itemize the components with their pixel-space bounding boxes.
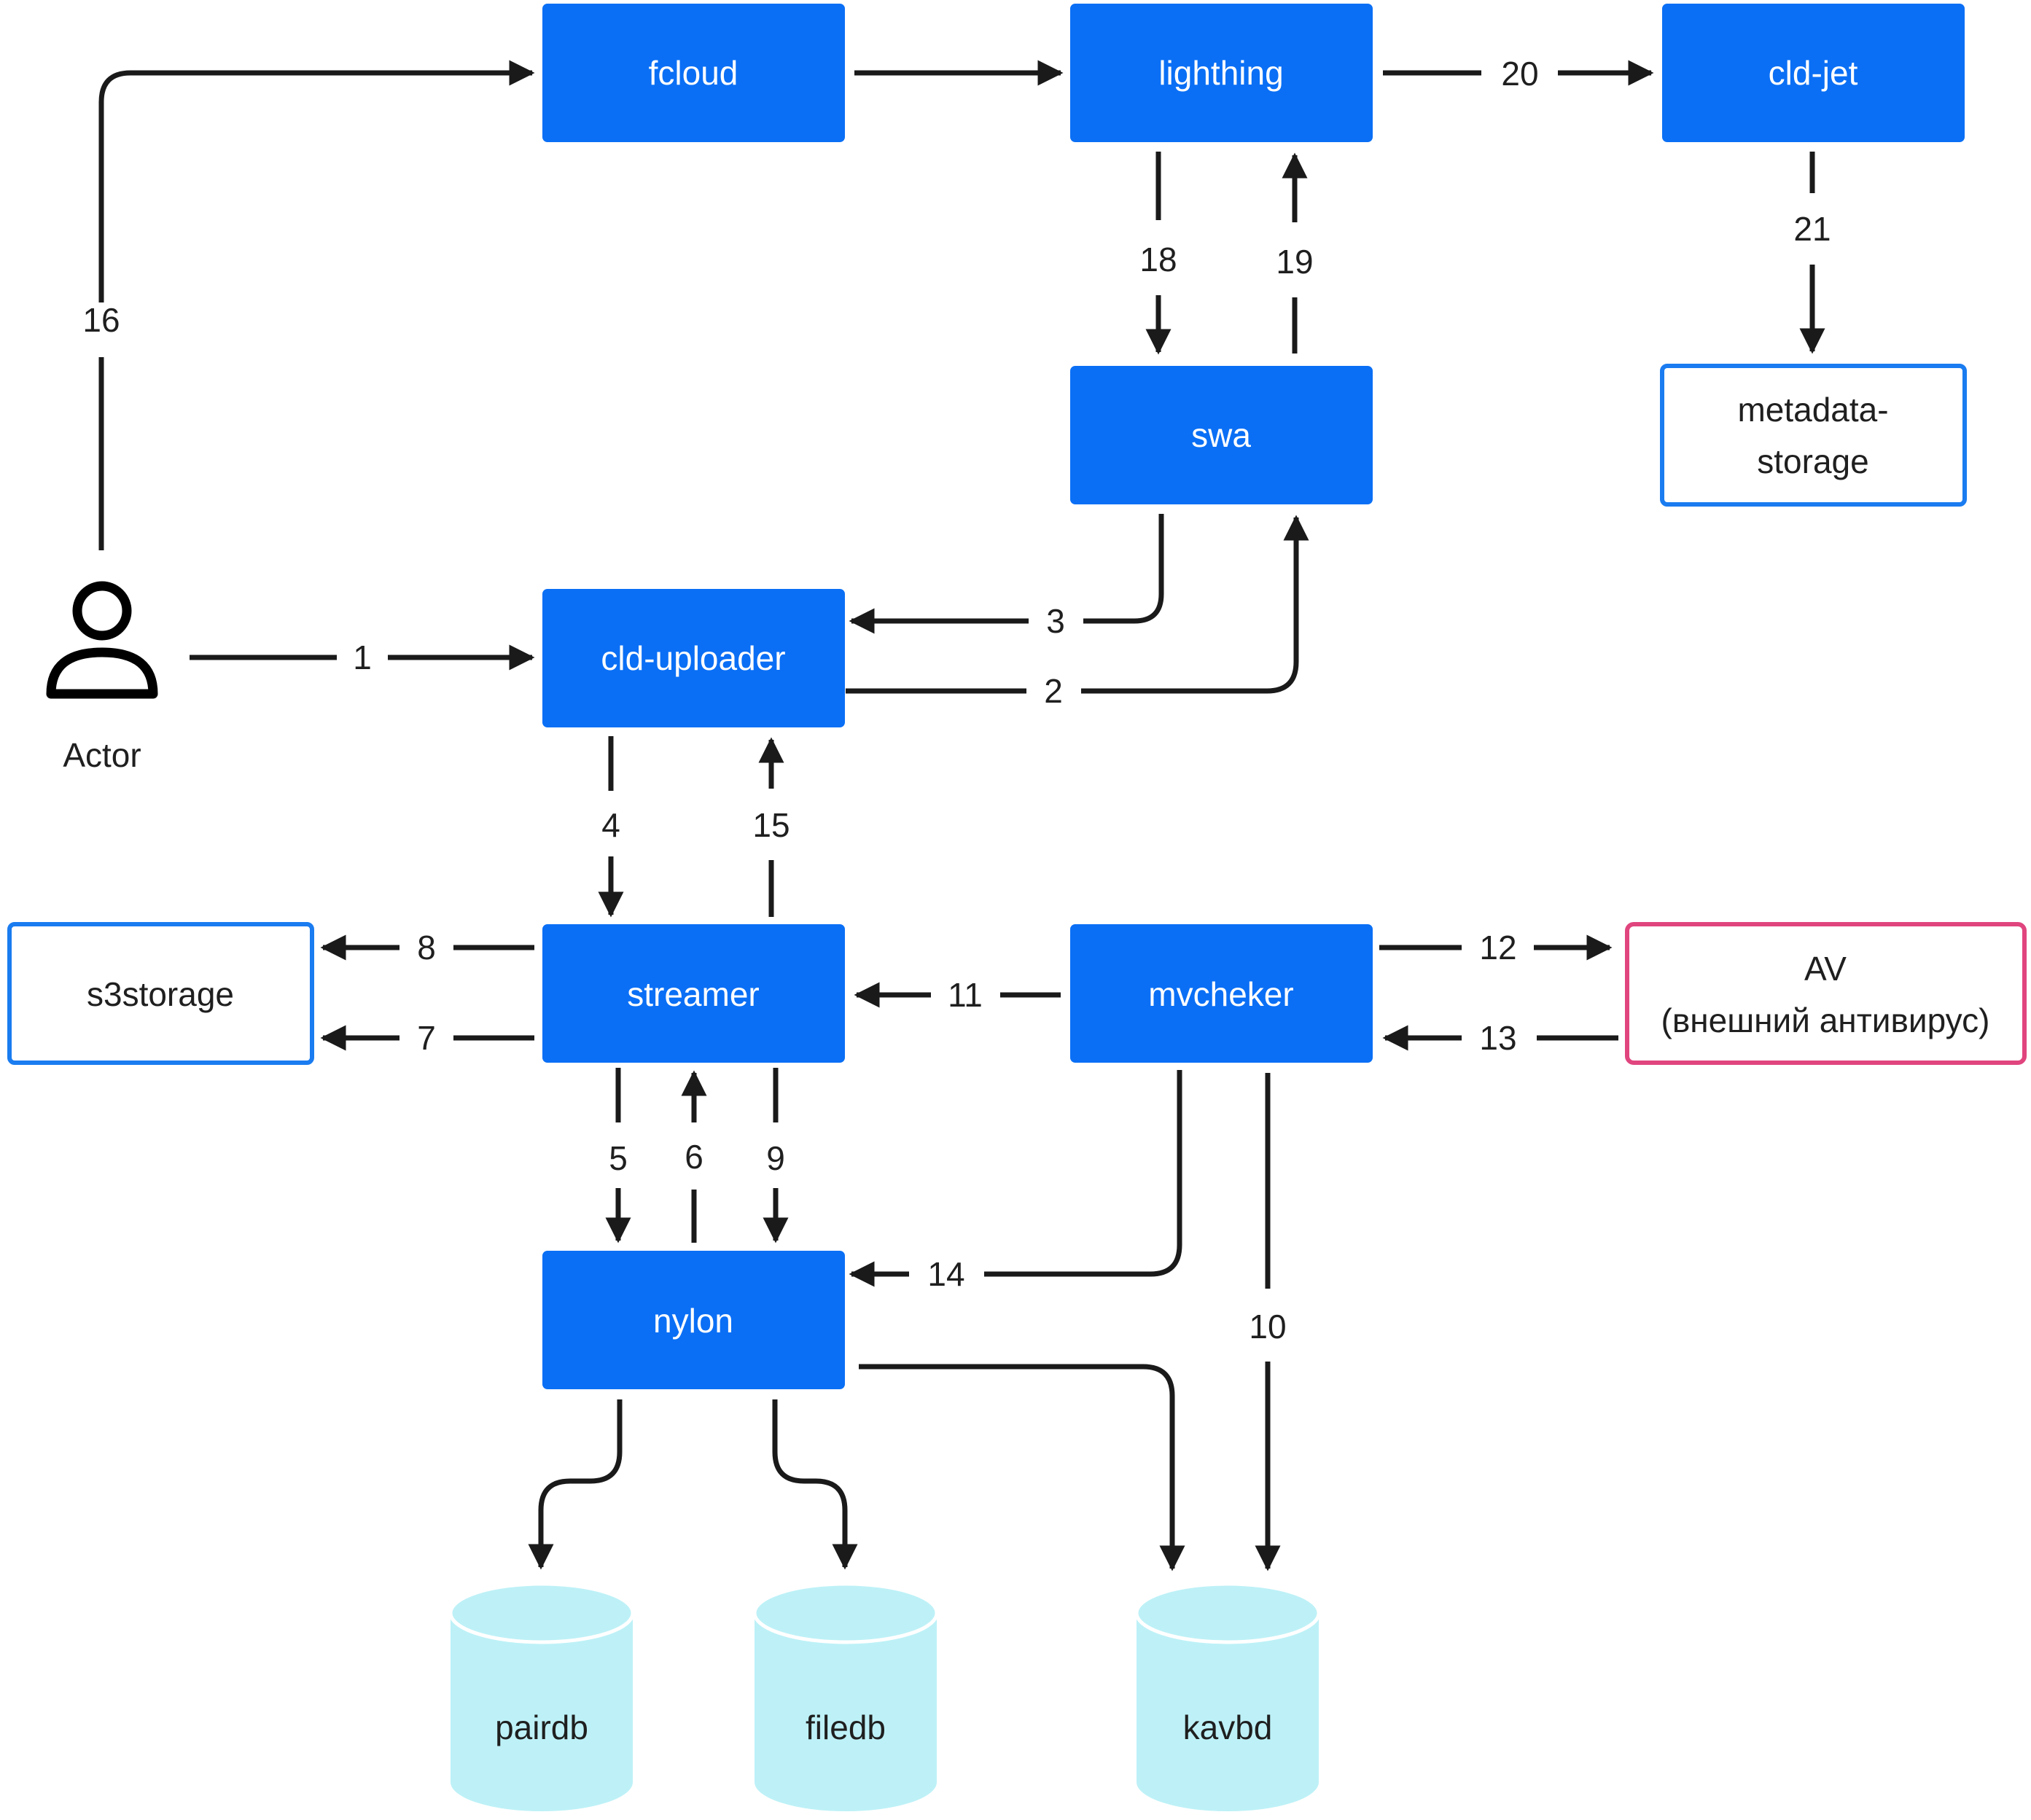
edge-label-15: 15 — [752, 806, 790, 844]
edge-label-16: 16 — [82, 301, 120, 339]
edge-16-top — [98, 60, 535, 302]
node-av-line1: AV — [1804, 950, 1847, 988]
node-nylon[interactable]: nylon — [542, 1251, 845, 1389]
node-lighthing-label: lighthing — [1158, 54, 1283, 92]
actor-label: Actor — [63, 736, 141, 774]
edge-label-8: 8 — [417, 929, 436, 966]
node-mvcheker-label: mvcheker — [1148, 975, 1293, 1013]
node-fcloud-label: fcloud — [649, 54, 738, 92]
node-cld-jet-label: cld-jet — [1769, 54, 1858, 92]
edge-nylon-pairdb — [528, 1399, 623, 1570]
node-nylon-label: nylon — [653, 1302, 733, 1340]
edge-2-b — [1081, 515, 1309, 694]
node-streamer-label: streamer — [627, 975, 759, 1013]
node-lighthing[interactable]: lighthing — [1070, 4, 1373, 142]
edge-label-5: 5 — [609, 1139, 628, 1177]
node-fcloud[interactable]: fcloud — [542, 4, 845, 142]
db-kavbd-label: kavbd — [1183, 1708, 1273, 1746]
edge-label-20: 20 — [1501, 55, 1538, 93]
db-pairdb[interactable]: pairdb — [448, 1582, 635, 1811]
node-av[interactable]: AV (внешний антивирус) — [1625, 922, 2027, 1065]
edge-label-1: 1 — [353, 638, 372, 676]
actor[interactable]: Actor — [46, 581, 158, 774]
edge-3-a — [1083, 514, 1164, 624]
edge-label-4: 4 — [601, 806, 620, 844]
node-streamer[interactable]: streamer — [542, 924, 845, 1063]
db-filedb-label: filedb — [806, 1708, 886, 1746]
edge-label-2: 2 — [1044, 672, 1063, 710]
node-metadata-storage-line2: storage — [1757, 442, 1868, 480]
node-swa-label: swa — [1191, 416, 1251, 454]
edge-label-14: 14 — [927, 1255, 964, 1293]
node-av-line2: (внешний антивирус) — [1661, 1001, 1990, 1039]
node-cld-jet[interactable]: cld-jet — [1662, 4, 1965, 142]
edge-label-10: 10 — [1249, 1308, 1286, 1346]
edge-label-19: 19 — [1276, 243, 1313, 281]
node-s3storage[interactable]: s3storage — [7, 922, 314, 1065]
node-swa[interactable]: swa — [1070, 366, 1373, 504]
node-metadata-storage-line1: metadata- — [1737, 391, 1888, 429]
edge-nylon-filedb — [772, 1399, 858, 1570]
node-mvcheker[interactable]: mvcheker — [1070, 924, 1373, 1063]
edge-label-21: 21 — [1793, 210, 1831, 248]
edge-label-9: 9 — [766, 1139, 785, 1177]
edge-nylon-kavbd — [859, 1364, 1185, 1571]
db-pairdb-label: pairdb — [495, 1708, 588, 1746]
node-s3storage-label: s3storage — [87, 975, 234, 1013]
node-cld-uploader[interactable]: cld-uploader — [542, 589, 845, 727]
edge-label-3: 3 — [1046, 602, 1065, 640]
edge-label-18: 18 — [1139, 241, 1177, 278]
person-icon — [46, 581, 158, 699]
edge-label-6: 6 — [685, 1138, 703, 1176]
node-cld-uploader-label: cld-uploader — [601, 639, 785, 677]
db-kavbd[interactable]: kavbd — [1134, 1582, 1321, 1811]
db-filedb[interactable]: filedb — [752, 1582, 939, 1811]
edge-label-11: 11 — [948, 976, 983, 1014]
edge-14-a — [984, 1070, 1182, 1277]
node-metadata-storage[interactable]: metadata- storage — [1660, 364, 1967, 507]
edge-label-7: 7 — [417, 1019, 436, 1057]
edge-label-12: 12 — [1479, 929, 1516, 966]
edge-label-13: 13 — [1479, 1019, 1516, 1057]
